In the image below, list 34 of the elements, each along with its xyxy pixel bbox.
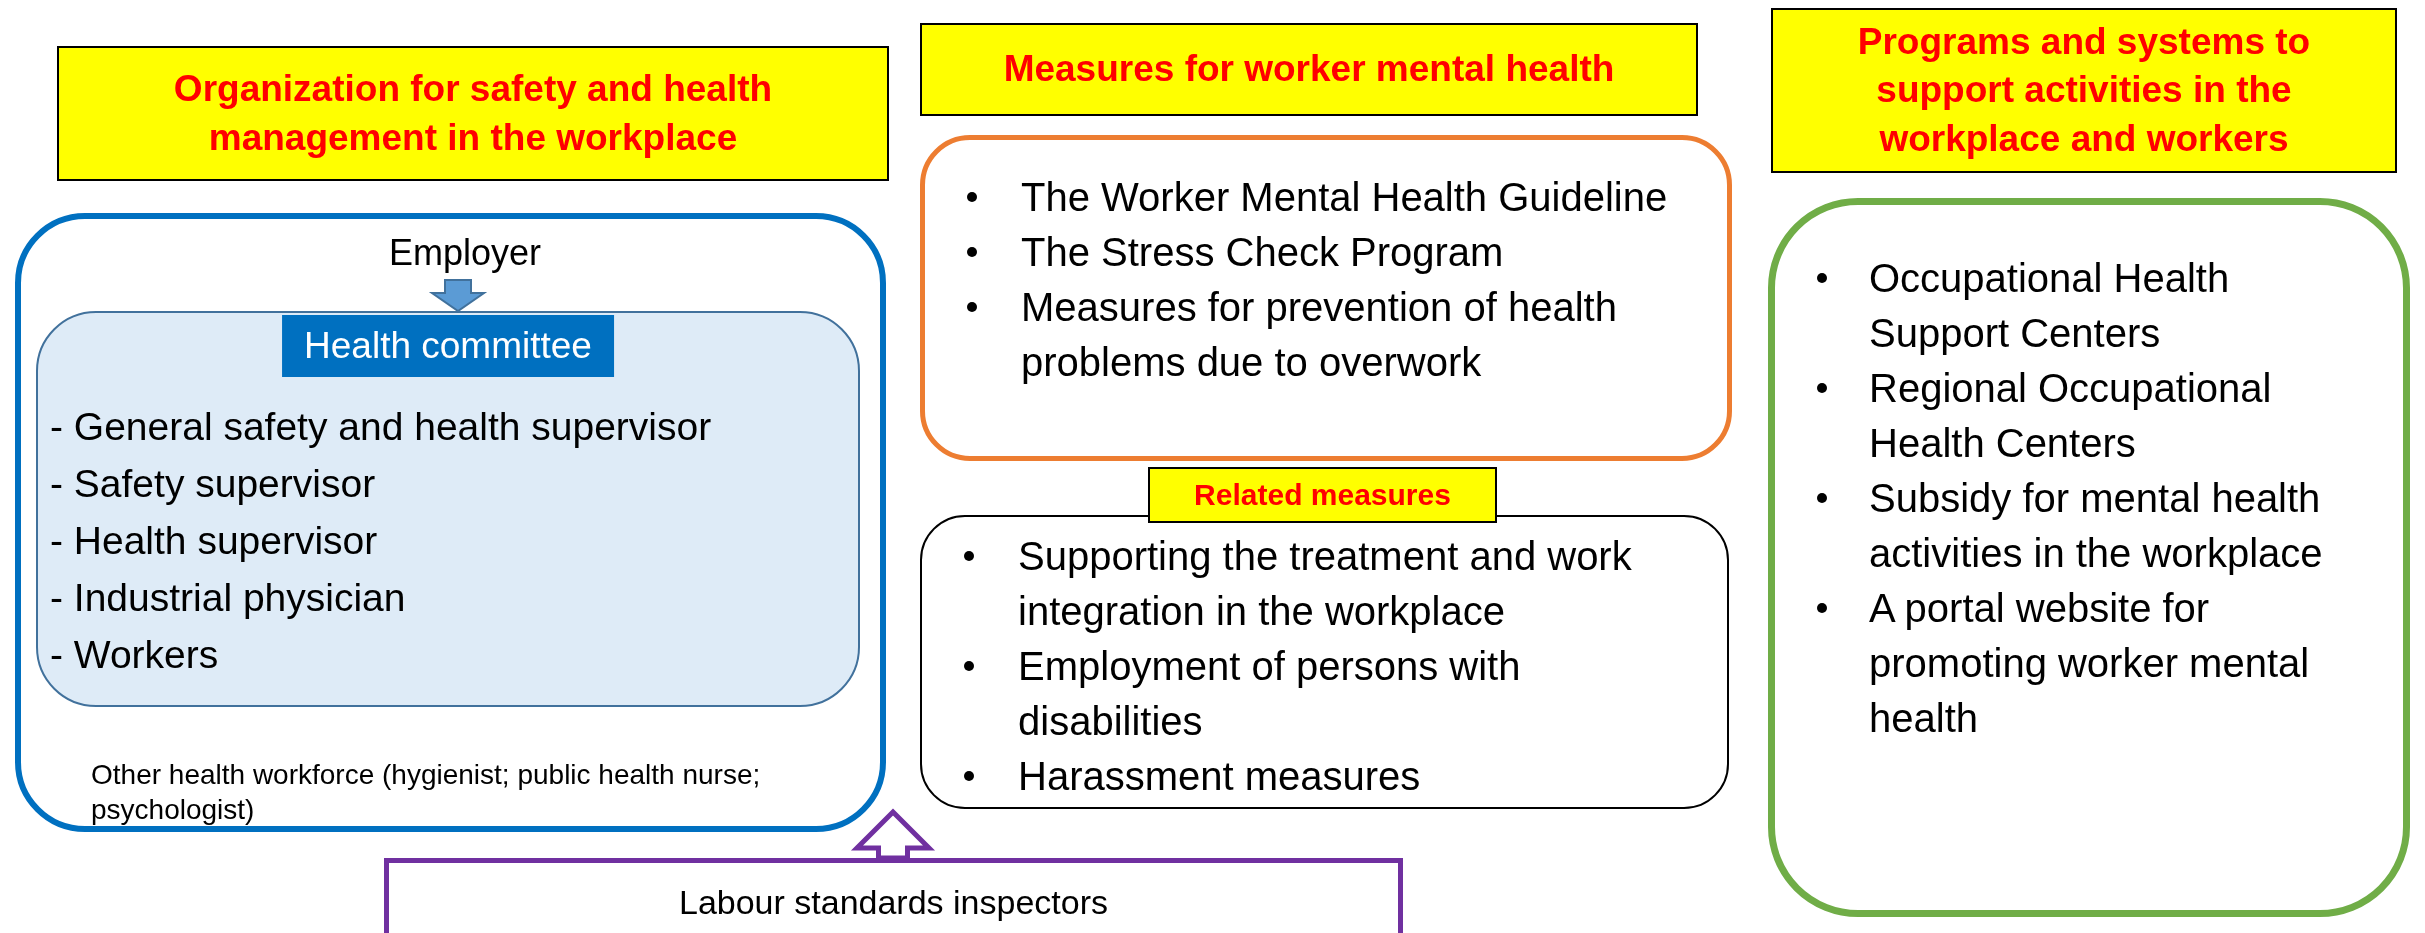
banner-title: Programs and systems to support activities in the workplace and workers <box>1856 20 2312 161</box>
block-arrow <box>428 279 488 313</box>
banner-title: Organization for safety and health management in the workplace <box>172 67 774 160</box>
title-banner <box>57 46 889 181</box>
employer-label: Employer <box>375 226 555 280</box>
list-item: Subsidy for mental health activities in the workplace <box>1869 475 2324 577</box>
measures-panel <box>920 135 1732 461</box>
list-item: Regional Occupational Health Centers <box>1869 365 2273 467</box>
tag-text: Related measures <box>1194 478 1451 512</box>
title-banner <box>1771 8 2397 173</box>
inspector-text: Labour standards inspectors <box>678 883 1108 923</box>
member-item: - General safety and health supervisor <box>50 407 712 446</box>
member-item: - Health supervisor <box>50 521 378 560</box>
committee-panel <box>36 311 860 707</box>
list-item: Measures for prevention of health problems due to overwork <box>1021 284 1618 386</box>
block-arrow <box>850 808 936 861</box>
section-tag <box>1148 467 1497 523</box>
member-item: - Workers <box>50 635 219 674</box>
list-item: A portal website for promoting worker mental health <box>1869 585 2311 742</box>
list-item: Supporting the treatment and work integration in the workplace <box>1018 533 1633 635</box>
list-item: Employment of persons with disabilities <box>1018 643 1522 745</box>
committee-heading: Health committee <box>282 315 614 377</box>
member-item: - Industrial physician <box>50 578 406 617</box>
list-item: Harassment measures <box>1018 753 1421 800</box>
list-item: The Worker Mental Health Guideline <box>1021 174 1668 221</box>
programs-panel <box>1768 198 2410 917</box>
related-measures-panel <box>920 515 1729 809</box>
title-banner <box>920 23 1698 116</box>
banner-title: Measures for worker mental health <box>1003 47 1615 92</box>
note-text: Other health workforce (hygienist; public health nurse; psychologist) <box>91 758 762 827</box>
list-item: Occupational Health Support Centers <box>1869 255 2231 357</box>
list-item: The Stress Check Program <box>1021 229 1504 276</box>
member-item: - Safety supervisor <box>50 464 376 503</box>
organization-panel <box>15 213 886 832</box>
